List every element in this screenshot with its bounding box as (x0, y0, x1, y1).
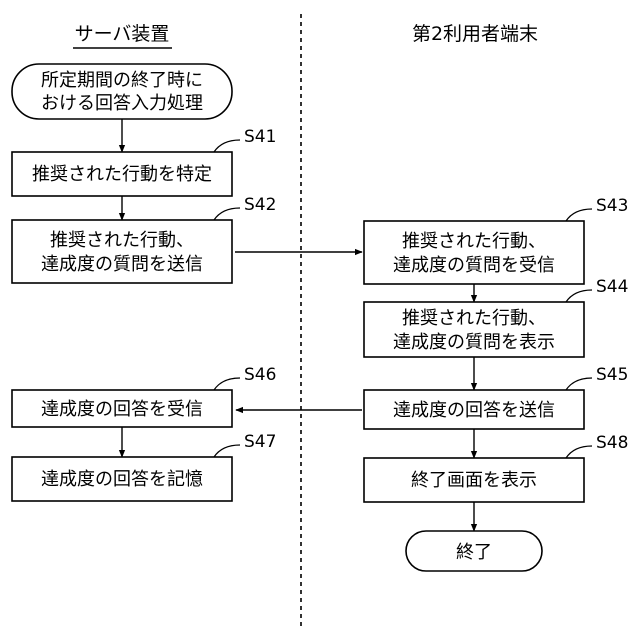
step-label-s44: S44 (596, 277, 628, 297)
lane-title-terminal: 第2利用者端末 (412, 23, 538, 45)
lane-title-server: サーバ装置 (75, 23, 170, 45)
leader-s47 (214, 445, 240, 457)
node-s45-line1: 達成度の回答を送信 (393, 400, 555, 421)
node-s46-line1: 達成度の回答を受信 (41, 399, 203, 420)
node-s48: 終了画面を表示 (364, 458, 584, 502)
step-label-s48: S48 (596, 433, 628, 453)
node-s48-line1: 終了画面を表示 (411, 470, 537, 491)
node-s47-line1: 達成度の回答を記憶 (41, 469, 203, 490)
leader-s46 (214, 378, 240, 390)
node-s42-line1: 推奨された行動、 (50, 230, 194, 251)
node-s41: 推奨された行動を特定 (12, 152, 232, 196)
step-label-s45: S45 (596, 365, 628, 385)
node-start: 所定期間の終了時に おける回答入力処理 (12, 64, 232, 119)
leader-s48 (566, 446, 592, 458)
leader-s43 (566, 209, 592, 221)
node-s43: 推奨された行動、 達成度の質問を受信 (364, 221, 584, 284)
step-label-s46: S46 (244, 365, 276, 385)
node-s44: 推奨された行動、 達成度の質問を表示 (364, 302, 584, 357)
node-s44-line1: 推奨された行動、 (402, 308, 546, 329)
leader-s44 (566, 290, 592, 302)
node-s47: 達成度の回答を記憶 (12, 457, 232, 501)
node-end-line1: 終了 (456, 542, 492, 563)
node-s42-line2: 達成度の質問を送信 (41, 254, 203, 275)
node-start-line1: 所定期間の終了時に (41, 70, 203, 91)
leader-s45 (566, 378, 592, 390)
node-s44-line2: 達成度の質問を表示 (393, 332, 555, 353)
node-s45: 達成度の回答を送信 (364, 390, 584, 429)
node-s43-line1: 推奨された行動、 (402, 231, 546, 252)
node-s41-line1: 推奨された行動を特定 (32, 164, 212, 185)
node-end: 終了 (406, 531, 542, 571)
step-label-s41: S41 (244, 127, 276, 147)
node-s46: 達成度の回答を受信 (12, 390, 232, 427)
leader-s41 (214, 140, 240, 152)
node-s42: 推奨された行動、 達成度の質問を送信 (12, 220, 232, 283)
step-label-s47: S47 (244, 432, 276, 452)
leader-s42 (214, 208, 240, 220)
step-label-s42: S42 (244, 195, 276, 215)
step-label-s43: S43 (596, 196, 628, 216)
node-start-line2: おける回答入力処理 (41, 93, 203, 114)
node-s43-line2: 達成度の質問を受信 (393, 255, 555, 276)
